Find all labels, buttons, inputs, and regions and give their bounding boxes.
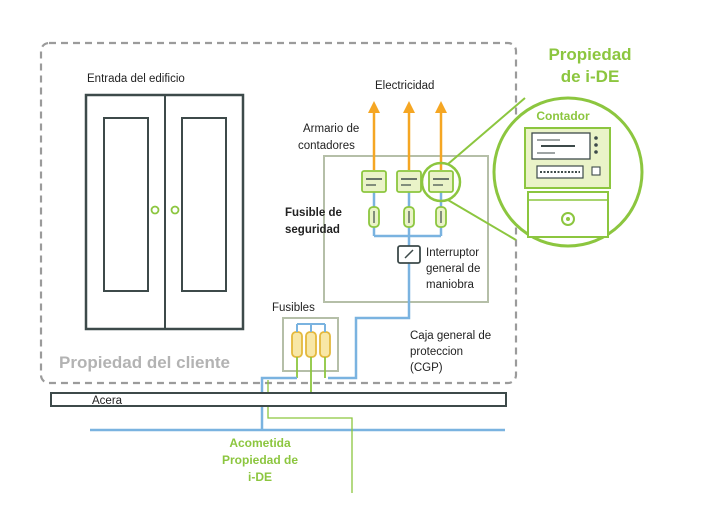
riser-cable [328, 300, 411, 380]
electricity-label: Electricidad [375, 80, 434, 92]
client-property-boundary [39, 41, 518, 385]
ide-property-label-2: de i-DE [561, 67, 620, 86]
ide-property-label-1: Propiedad [548, 45, 631, 64]
service-label-2: Propiedad de [222, 453, 298, 467]
cgp-label-3: (CGP) [410, 362, 443, 374]
safety-fuse-label-1: Fusible de [285, 207, 342, 219]
fuses-label: Fusibles [272, 302, 315, 314]
cgp-label-1: Caja general de [410, 330, 491, 342]
client-property-label: Propiedad del cliente [59, 353, 230, 372]
electricity-arrows [368, 101, 447, 170]
main-switch-icon [397, 245, 421, 264]
sidewalk-label: Acera [92, 395, 123, 407]
service-label-1: Acometida [229, 436, 291, 450]
meter-label: Contador [536, 109, 590, 123]
meter-1 [361, 170, 387, 193]
meter-detail-icon [524, 127, 611, 238]
sidewalk [50, 392, 507, 407]
safety-fuse-label-2: seguridad [285, 224, 340, 236]
building-entrance-label: Entrada del edificio [87, 73, 185, 85]
building-door [84, 93, 245, 331]
meter-highlight-circle [420, 161, 462, 203]
meter-3 [428, 170, 454, 193]
meter-cabinet-label-1: Armario de [303, 123, 359, 135]
service-cable [90, 376, 505, 432]
meter-cabinet-label-2: contadores [298, 140, 355, 152]
cgp-fuses [291, 331, 331, 358]
meter-2 [396, 170, 422, 193]
service-label-3: i-DE [248, 470, 272, 484]
main-switch-label-2: general de [426, 263, 480, 275]
main-switch-label-3: maniobra [426, 279, 475, 291]
zoom-connector [447, 97, 526, 241]
door-handle-left [150, 205, 160, 215]
cgp-label-2: proteccion [410, 346, 463, 358]
door-handle-right [170, 205, 180, 215]
main-switch-label-1: Interruptor [426, 247, 479, 259]
